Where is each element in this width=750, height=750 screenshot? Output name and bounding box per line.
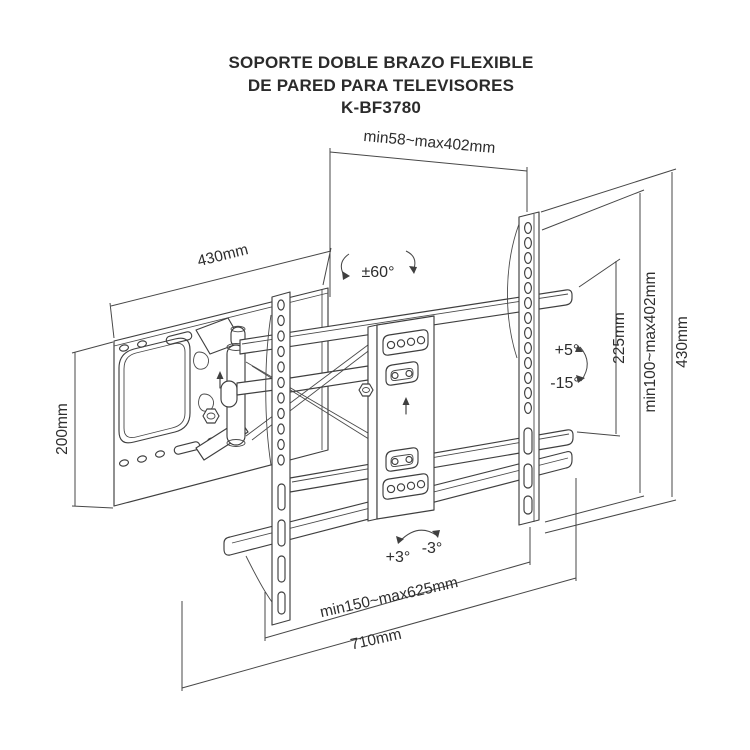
rotation-arrowhead-icon xyxy=(409,266,417,274)
dim-extension-depth-label: min58~max402mm xyxy=(363,128,496,157)
up-arrow-icon xyxy=(216,371,224,389)
tilt-up-label: +5° xyxy=(555,342,580,359)
hex-bolt xyxy=(358,383,374,397)
dim-bracket-height-label: 430mm xyxy=(674,316,691,368)
swivel-angle: ±60° xyxy=(340,250,417,281)
center-bracket xyxy=(358,315,435,522)
roll-left-label: +3° xyxy=(386,549,411,566)
tilt-arrowhead-icon xyxy=(575,345,583,352)
left-tv-rail xyxy=(265,291,291,626)
dim-total-width-label: 710mm xyxy=(349,626,403,654)
plate-cutout xyxy=(118,337,191,444)
roll-arrowhead-icon xyxy=(396,536,404,544)
swivel-angle-label: ±60° xyxy=(362,264,395,281)
title-line-2: DE PARED PARA TELEVISORES xyxy=(247,75,515,95)
roll-angle: +3° -3° xyxy=(386,529,443,566)
dim-wall-plate-height-label: 200mm xyxy=(54,403,71,455)
dim-vesa-range-label: min100~max402mm xyxy=(642,272,659,413)
dim-wall-plate-width-label: 430mm xyxy=(196,241,250,270)
dim-rail-span-range-label: min150~max625mm xyxy=(318,574,459,621)
rotation-arrowhead-icon xyxy=(342,271,350,280)
right-tv-rail xyxy=(507,211,540,526)
up-arrow-icon xyxy=(402,397,410,415)
tilt-arrowhead-icon xyxy=(576,375,585,383)
roll-right-label: -3° xyxy=(422,540,443,557)
roll-arrowhead-icon xyxy=(432,530,440,538)
tilt-angle: +5° -15° xyxy=(550,342,588,392)
dim-rail-gap-label: 225mm xyxy=(611,312,628,364)
title-line-1: SOPORTE DOBLE BRAZO FLEXIBLE xyxy=(228,53,534,72)
title-block: SOPORTE DOBLE BRAZO FLEXIBLE DE PARED PA… xyxy=(0,52,750,120)
tilt-down-label: -15° xyxy=(550,375,580,392)
hex-bolt xyxy=(202,408,220,424)
model-number: K-BF3780 xyxy=(340,98,422,117)
dimension-lines xyxy=(71,148,677,691)
